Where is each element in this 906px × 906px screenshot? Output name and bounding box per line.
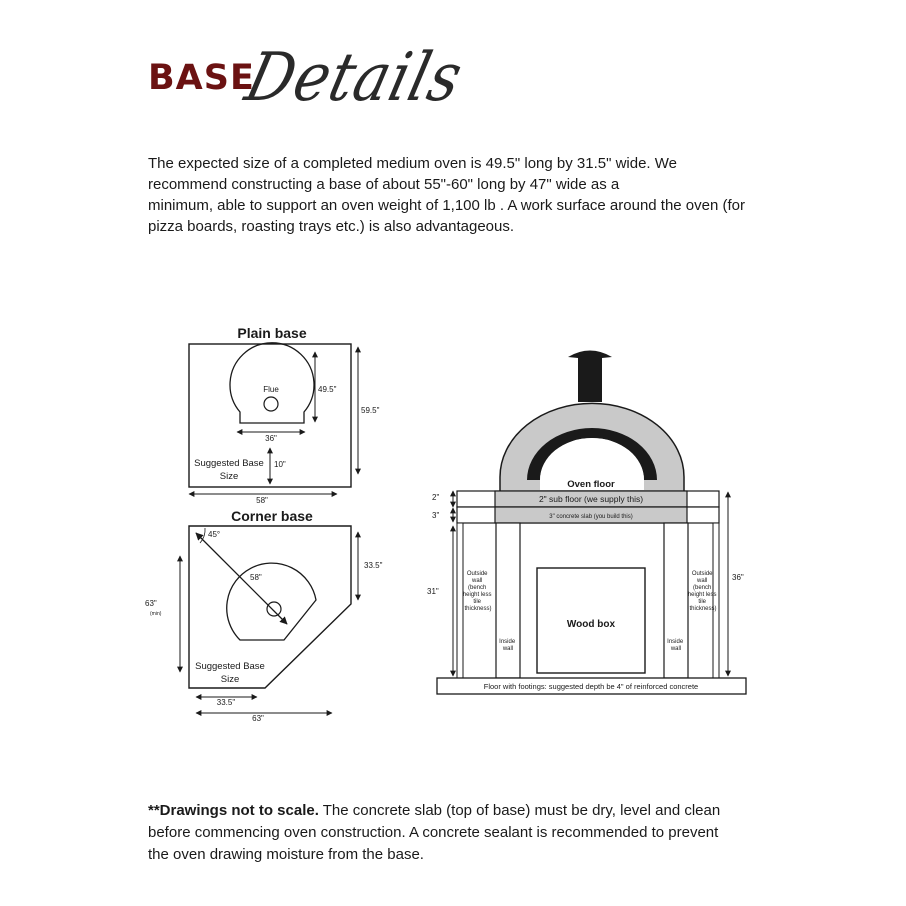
- sub-floor-label: 2" sub floor (we supply this): [539, 494, 643, 504]
- angle-label: 45°: [208, 530, 220, 539]
- inside-wall-left-label: Inside wall: [499, 639, 517, 652]
- dim-label-bottom-33-5: 33.5": [217, 698, 236, 707]
- corner-base-size-label-2: Size: [221, 674, 239, 685]
- chimney: [568, 350, 612, 402]
- label-line: tile: [473, 599, 481, 605]
- label-line: Outside: [467, 571, 488, 577]
- dim-label-left-min: (min): [150, 611, 162, 617]
- oven-chamber: [540, 438, 644, 490]
- dim-label-2: 2": [432, 493, 439, 502]
- dim-label-diagonal-58: 58": [250, 573, 262, 582]
- label-line: tile: [698, 599, 706, 605]
- footer-line: the oven drawing moisture from the base.: [148, 846, 424, 863]
- wood-box: [536, 567, 646, 674]
- corner-flue-circle: [266, 601, 282, 617]
- label-line: (bench: [693, 585, 711, 591]
- dim-label-59-5: 59.5": [361, 406, 380, 415]
- label-line: height less: [688, 592, 717, 598]
- corner-base-diagram: Corner base 58" 45° 33.5" 63" (min) Sugg…: [145, 508, 383, 723]
- dim-label-left-63: 63": [145, 599, 157, 608]
- label-line: wall: [696, 578, 707, 584]
- dim-label-bottom-63: 63": [252, 714, 264, 723]
- dim-label-58: 58": [256, 496, 268, 505]
- footer-line-rest: The concrete slab (top of base) must be …: [318, 802, 721, 819]
- flue-circle: [263, 396, 279, 412]
- concrete-slab: [494, 506, 688, 524]
- plain-base-size-label-2: Size: [220, 471, 238, 482]
- dim-label-36: 36": [265, 434, 277, 443]
- oven-elevation-diagram: Oven floor 2" sub floor (we supply this)…: [427, 350, 747, 695]
- dim-label-36: 36": [732, 573, 744, 582]
- corner-base-size-label-1: Suggested Base: [195, 661, 265, 672]
- dim-label-3: 3": [432, 511, 439, 520]
- concrete-slab-label: 3" concrete slab (you build this): [549, 514, 633, 520]
- outside-wall-left-label: Outside wall (bench height less tile thi…: [463, 571, 493, 612]
- plain-base-size-label-1: Suggested Base: [194, 458, 264, 469]
- corner-oven-footprint: [226, 562, 317, 641]
- plain-base-outline: [188, 343, 352, 488]
- plain-base-diagram: Plain base Flue 49.5" 59.5" 36" 10" Sugg…: [188, 325, 380, 505]
- footer-bold: **Drawings not to scale.: [148, 802, 319, 819]
- intro-line: recommend constructing a base of about 5…: [148, 176, 620, 193]
- label-line: (bench: [468, 585, 486, 591]
- label-line: Inside: [667, 639, 684, 645]
- label-line: height less: [463, 592, 492, 598]
- dim-label-31: 31": [427, 587, 439, 596]
- corner-base-title: Corner base: [231, 508, 313, 524]
- wood-box-label: Wood box: [567, 619, 616, 630]
- intro-line: pizza boards, roasting trays etc.) is al…: [148, 218, 515, 235]
- inside-wall-left: [495, 522, 521, 679]
- label-line: thickness): [689, 606, 716, 612]
- footer-line: **Drawings not to scale. The concrete sl…: [148, 800, 798, 822]
- label-line: Outside: [692, 571, 713, 577]
- oven-floor-label: Oven floor: [567, 479, 615, 490]
- page-title-base: BASE: [148, 58, 255, 98]
- footing-label: Floor with footings: suggested depth be …: [484, 682, 698, 691]
- intro-line: The expected size of a completed medium …: [148, 155, 677, 172]
- inside-wall-right: [663, 522, 689, 679]
- plain-base-title: Plain base: [237, 325, 306, 341]
- intro-line: minimum, able to support an oven weight …: [148, 197, 746, 214]
- oven-dome-inner: [527, 428, 657, 480]
- footer-note: **Drawings not to scale. The concrete sl…: [148, 800, 798, 866]
- footer-line: before commencing oven construction. A c…: [148, 824, 719, 841]
- dim-label-right-33-5: 33.5": [364, 561, 383, 570]
- angle-arc: [199, 527, 206, 544]
- corner-base-outline: [188, 525, 352, 689]
- inside-wall-right-label: Inside wall: [667, 639, 685, 652]
- dim-line-diagonal-58: [195, 532, 288, 625]
- dim-label-10: 10": [274, 460, 286, 469]
- flue-label: Flue: [263, 385, 279, 394]
- outside-wall-right-edge: [712, 522, 720, 679]
- intro-paragraph: The expected size of a completed medium …: [148, 153, 798, 237]
- label-line: thickness): [464, 606, 491, 612]
- label-line: Inside: [499, 639, 516, 645]
- dim-label-49-5: 49.5": [318, 385, 337, 394]
- label-line: wall: [670, 646, 681, 652]
- outside-wall-left-edge: [456, 522, 464, 679]
- outside-wall-right-label: Outside wall (bench height less tile thi…: [688, 571, 718, 612]
- label-line: wall: [502, 646, 513, 652]
- footing: [436, 677, 747, 695]
- label-line: wall: [471, 578, 482, 584]
